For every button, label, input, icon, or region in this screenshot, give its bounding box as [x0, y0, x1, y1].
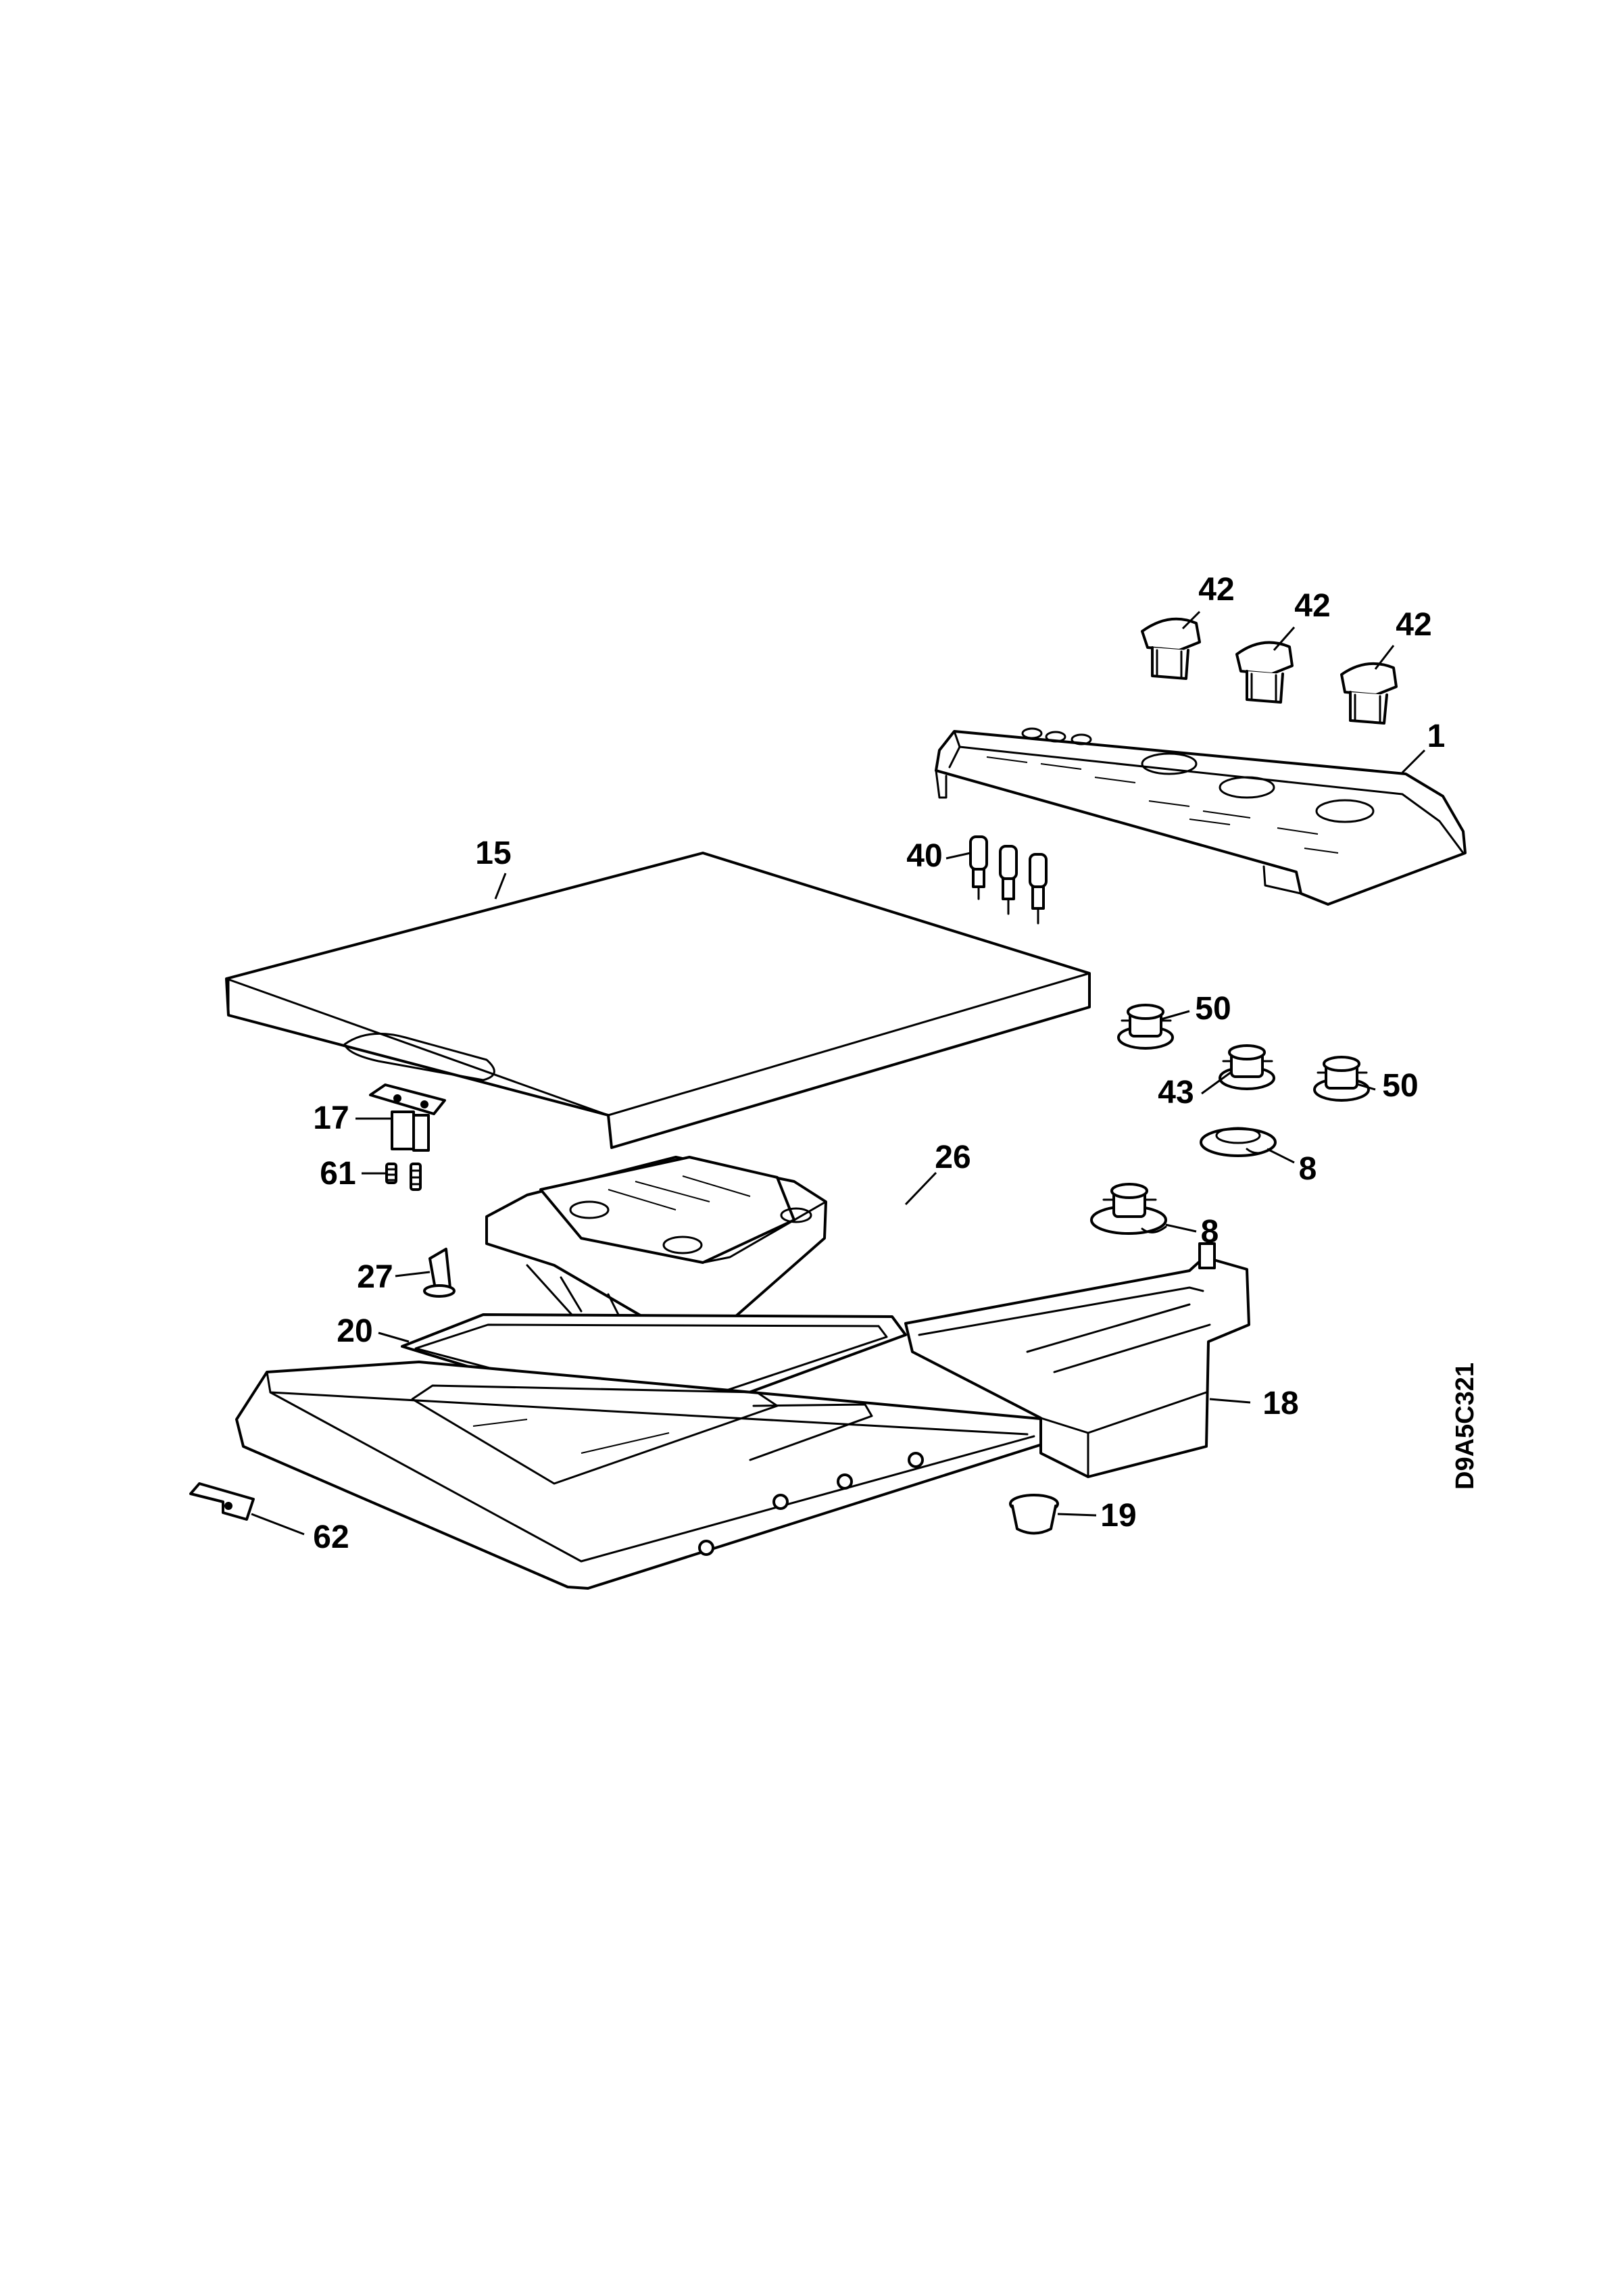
- hinge-part: [369, 1083, 446, 1152]
- callout-labels: 42 42 42 1 15 40 50 43 50 8 8 17 61 26 2…: [313, 572, 1445, 1555]
- support-bracket-part: [904, 1242, 1250, 1478]
- callout-screws: 61: [320, 1156, 355, 1192]
- callout-dispenser: 26: [935, 1140, 970, 1175]
- drawing-id: D9A5C321: [1451, 1363, 1479, 1490]
- callout-pushbuttons: 40: [906, 838, 942, 874]
- lid-part: [225, 852, 1091, 1149]
- base-tray-part: [235, 1361, 1049, 1590]
- callout-switch-a: 50: [1195, 991, 1231, 1027]
- clip-part: [423, 1248, 456, 1298]
- knob-part-c: [1340, 662, 1398, 725]
- callout-foot: 19: [1100, 1498, 1136, 1534]
- callout-switch-b: 43: [1158, 1075, 1194, 1110]
- callout-ring-a: 8: [1299, 1151, 1317, 1187]
- ring-part-b: [1090, 1183, 1167, 1235]
- callout-gasket: 20: [337, 1313, 372, 1349]
- callout-support-bracket: 18: [1262, 1386, 1298, 1421]
- small-bracket-part: [189, 1482, 255, 1521]
- callout-lid: 15: [475, 835, 511, 871]
- pushbuttons-part: [969, 835, 1048, 925]
- callout-ring-b: 8: [1201, 1214, 1219, 1250]
- callout-switch-c: 50: [1382, 1068, 1418, 1104]
- screws-part: [385, 1163, 422, 1191]
- switch-part-b: [1219, 1044, 1275, 1090]
- callout-control-panel: 1: [1427, 718, 1446, 754]
- callout-bracket-small: 62: [313, 1519, 349, 1555]
- switch-part-c: [1313, 1056, 1370, 1102]
- foot-part: [1009, 1494, 1059, 1535]
- dispenser-part: [485, 1156, 827, 1325]
- control-panel-part: [935, 727, 1467, 906]
- callout-knob-b: 42: [1294, 588, 1330, 624]
- switch-part-a: [1117, 1004, 1174, 1050]
- callout-knob-a: 42: [1198, 572, 1234, 608]
- knob-part-a: [1141, 617, 1201, 680]
- ring-part-a: [1200, 1127, 1277, 1157]
- knob-part-b: [1235, 641, 1294, 704]
- callout-clip: 27: [357, 1259, 393, 1295]
- callout-hinge: 17: [313, 1100, 349, 1136]
- leader-lines: [251, 610, 1426, 1536]
- callout-knob-c: 42: [1396, 607, 1431, 643]
